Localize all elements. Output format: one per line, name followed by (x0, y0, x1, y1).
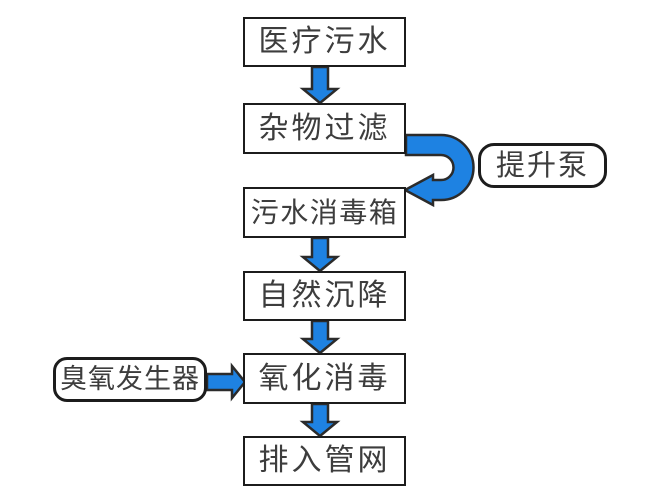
node-lift-pump: 提升泵 (478, 143, 607, 188)
node-sewage-disinfection-tank-label: 污水消毒箱 (250, 195, 399, 229)
arrow-down-medical-to-filter-icon (299, 65, 341, 105)
arrow-right-ozone-to-oxidation-icon (205, 362, 247, 402)
node-lift-pump-label: 提升泵 (495, 148, 589, 182)
node-discharge-pipe-network: 排入管网 (243, 436, 406, 486)
node-oxidation-disinfection: 氧化消毒 (243, 353, 406, 404)
node-ozone-generator: 臭氧发生器 (53, 357, 207, 402)
node-debris-filter: 杂物过滤 (243, 103, 406, 154)
arrow-down-sedimentation-to-oxidation-icon (299, 319, 341, 355)
node-medical-sewage: 医疗污水 (243, 17, 406, 67)
arrow-down-oxidation-to-discharge-icon (299, 402, 341, 438)
node-discharge-pipe-network-label: 排入管网 (258, 443, 391, 478)
node-medical-sewage-label: 医疗污水 (258, 24, 391, 59)
node-natural-sedimentation: 自然沉降 (243, 271, 406, 321)
node-debris-filter-label: 杂物过滤 (258, 110, 391, 146)
node-natural-sedimentation-label: 自然沉降 (258, 278, 391, 313)
arrow-uturn-filter-to-tank-icon (402, 133, 475, 208)
node-sewage-disinfection-tank: 污水消毒箱 (243, 187, 406, 238)
node-oxidation-disinfection-label: 氧化消毒 (258, 360, 391, 396)
arrow-down-tank-to-sedimentation-icon (299, 236, 341, 273)
node-ozone-generator-label: 臭氧发生器 (60, 364, 200, 395)
